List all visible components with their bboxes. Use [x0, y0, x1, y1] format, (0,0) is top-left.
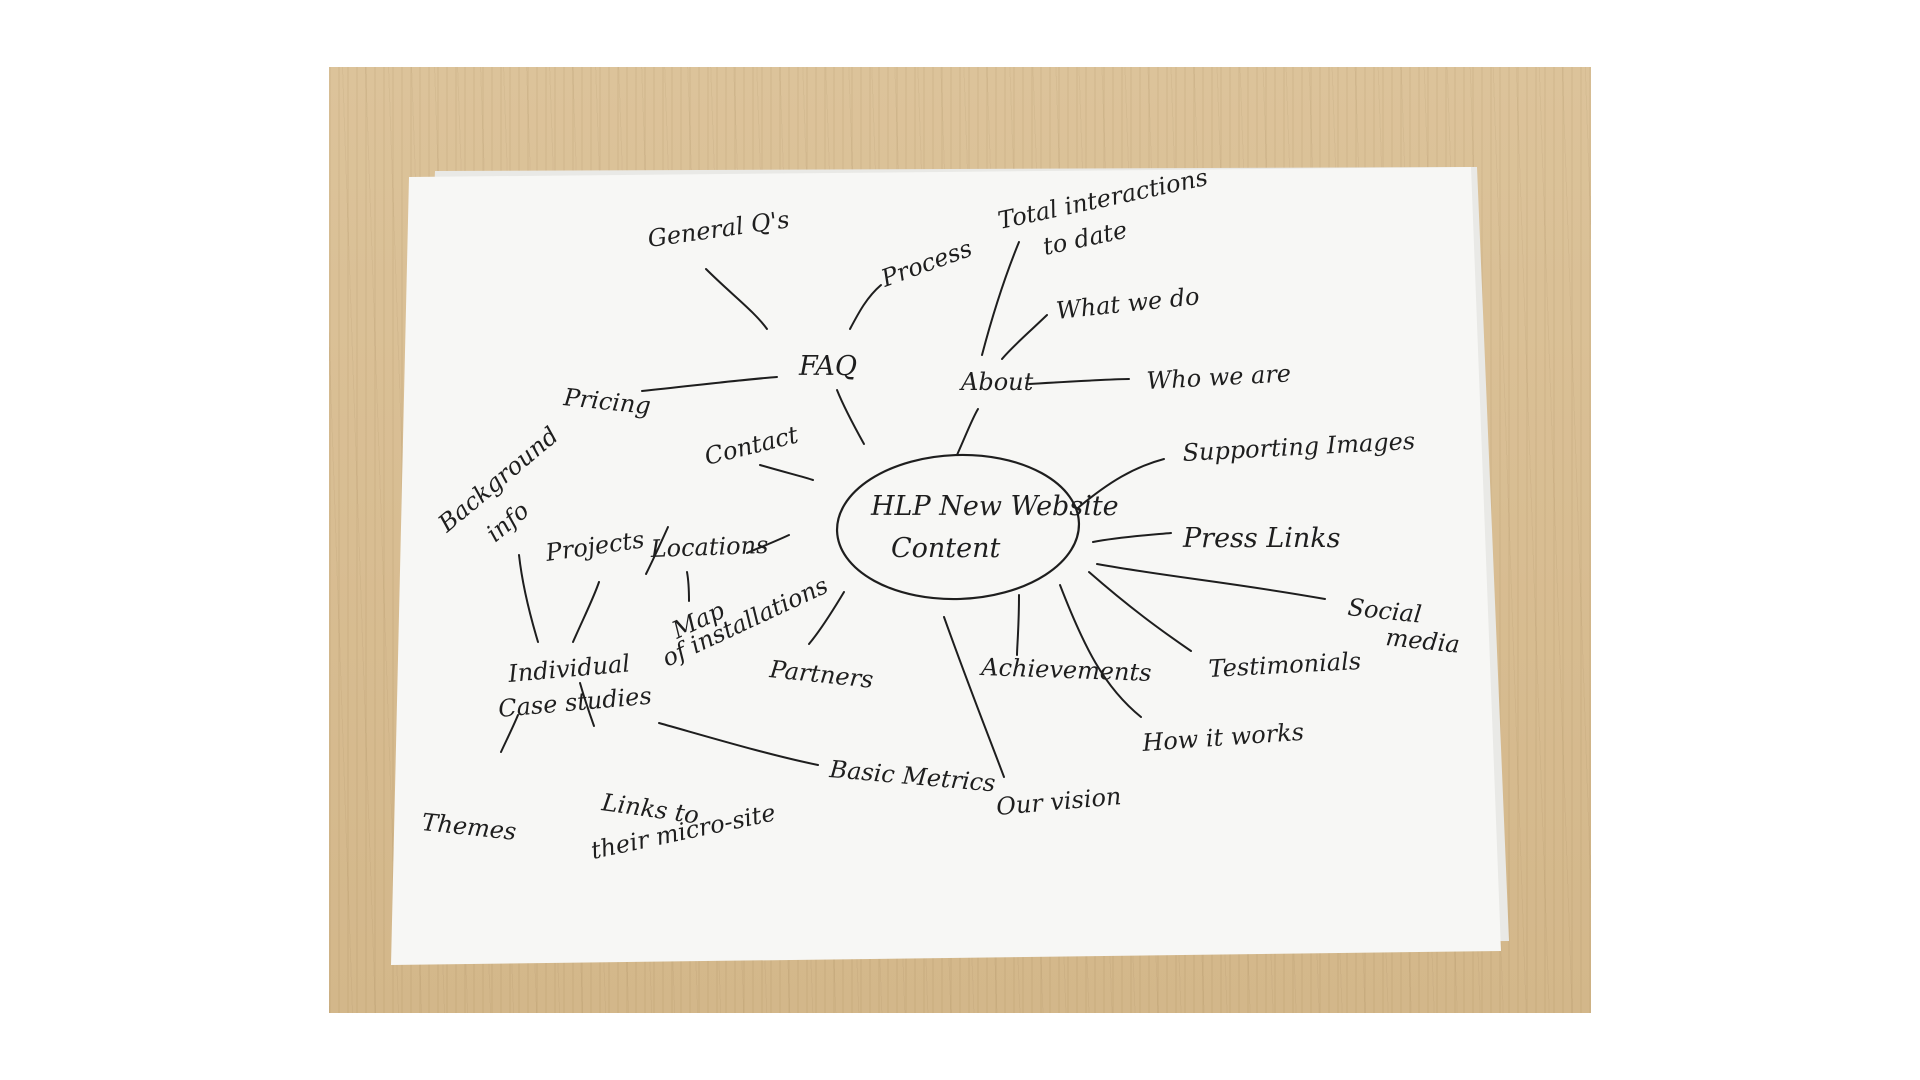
mind-map-diagram: HLP New Website Content FAQ General Q's … [391, 163, 1509, 965]
line-locations-map [686, 571, 690, 602]
line-center-ourvision [943, 616, 1005, 778]
line-center-achievements [1016, 594, 1020, 656]
node-achievements: Achievements [979, 653, 1152, 687]
paper-sheet [391, 167, 1501, 965]
node-press-links: Press Links [1182, 523, 1341, 554]
node-locations: Locations [649, 531, 769, 563]
line-center-about [956, 408, 979, 456]
line-about-whatwedo [1001, 314, 1048, 360]
line-center-socialmedia [1096, 563, 1326, 600]
line-center-howitworks [1059, 584, 1142, 718]
line-faq-process [849, 284, 882, 330]
line-center-testimonials [1088, 571, 1192, 652]
line-faq-pricing [641, 376, 778, 392]
connectors [500, 241, 1326, 778]
line-center-partners [808, 591, 845, 645]
center-ellipse [835, 453, 1081, 601]
line-center-contact [759, 464, 814, 481]
line-casestudies-themes [500, 714, 519, 753]
line-center-presslinks [1092, 532, 1172, 543]
line-faq-generalqs [705, 268, 768, 330]
line-casestudies-background [518, 554, 539, 643]
line-center-supportingimages [1078, 458, 1165, 508]
line-center-faq [836, 389, 865, 445]
desk-photo: HLP New Website Content FAQ General Q's … [329, 67, 1591, 1013]
line-about-totalinteractions [981, 241, 1020, 356]
node-about: About [959, 368, 1034, 396]
line-center-locations [746, 534, 790, 554]
center-title-line1: HLP New Website [870, 491, 1119, 522]
line-projects-casestudies [572, 581, 600, 643]
center-title-line2: Content [891, 533, 1001, 564]
line-casestudies-metrics [658, 722, 819, 766]
line-casestudies-links [579, 682, 595, 727]
line-about-whoweare [1028, 378, 1130, 385]
node-faq: FAQ [798, 351, 857, 382]
line-locations-projects [645, 526, 669, 575]
